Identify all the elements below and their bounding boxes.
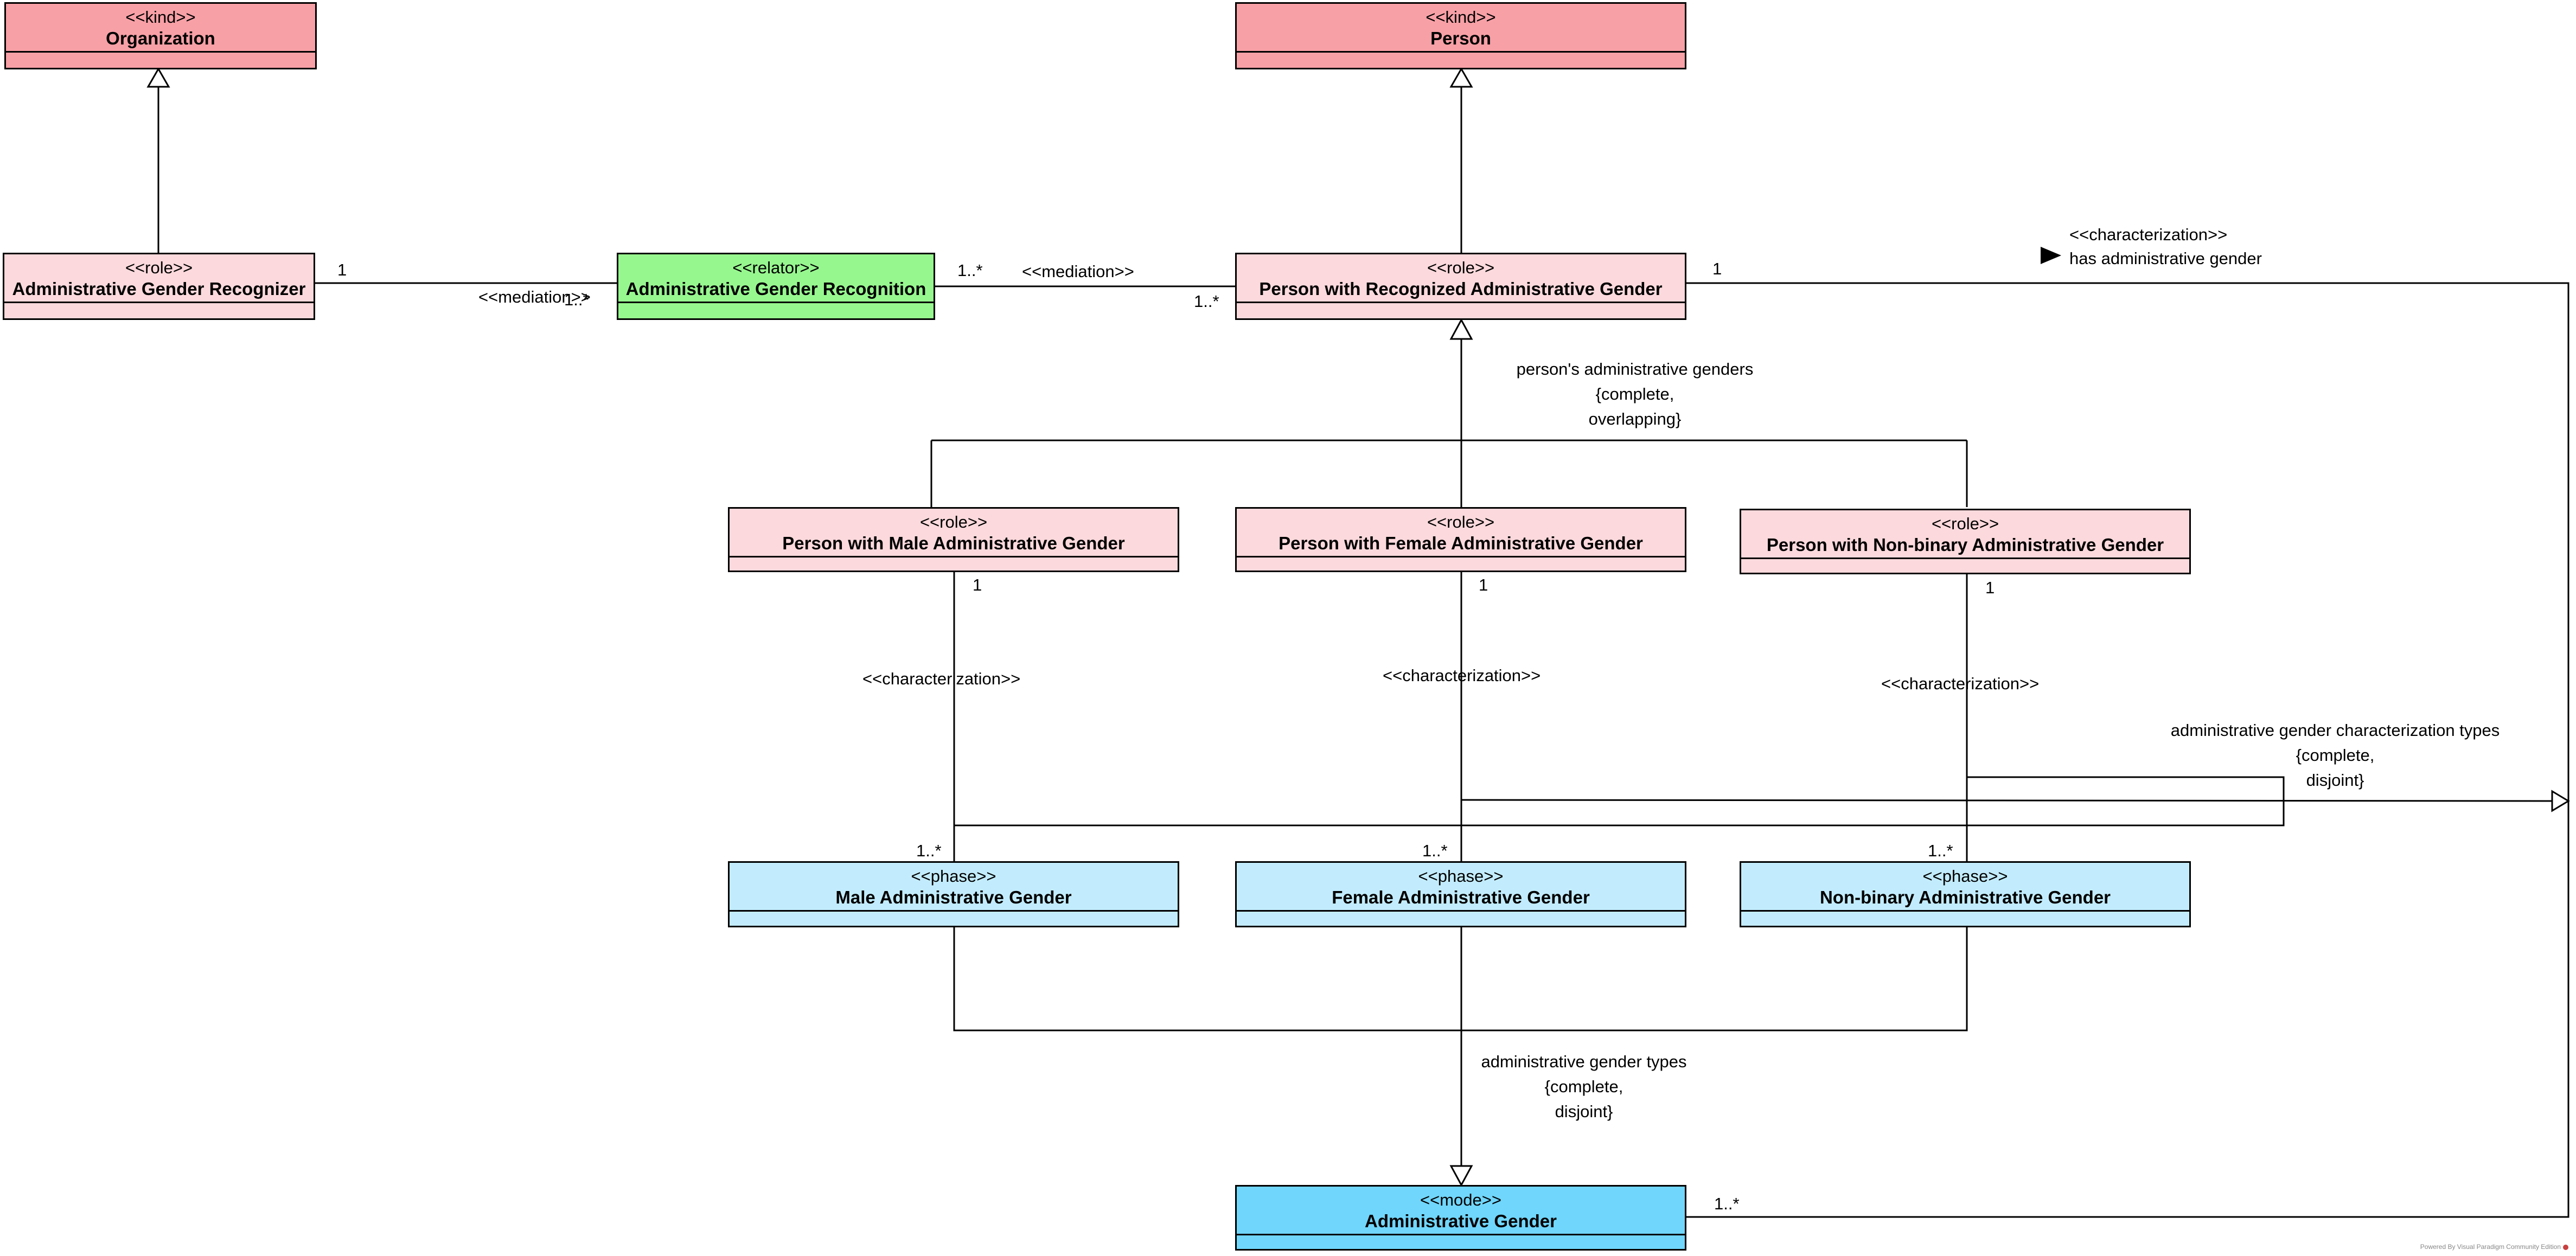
class-name: Male Administrative Gender [835,887,1072,907]
genset-persons-administrative-genders: person's administrative genders {complet… [1480,359,1789,430]
gen-arrow-organization [146,67,170,88]
characterization-male-label: <<characterization>> [862,669,1021,688]
class-female-administrative-gender[interactable]: <<phase>>Female Administrative Gender [1235,861,1686,927]
stereotype: <<kind>> [1426,8,1496,27]
multiplicity: 1..* [1194,292,1219,311]
multiplicity: 1 [337,260,347,279]
genset-constraint: disjoint} [2306,771,2364,790]
multiplicity: 1 [1479,575,1488,594]
class-name: Person with Male Administrative Gender [782,533,1125,553]
stereotype: <<phase>> [911,867,996,886]
multiplicity: 1..* [1928,841,1953,860]
reading-direction-arrow [2041,247,2061,264]
gen-arrow-characterization [2551,790,2570,812]
mediation-label-right: <<mediation>> [1022,262,1134,281]
class-name: Person with Female Administrative Gender [1279,533,1643,553]
multiplicity: 1..* [1714,1194,1740,1213]
characterization-top-name: has administrative gender [2069,249,2262,268]
powered-by-footer: Powered By Visual Paradigm Community Edi… [2420,1243,2568,1251]
stereotype: <<role>> [125,258,193,277]
stereotype: <<mode>> [1420,1190,1501,1209]
genset-administrative-gender-types: administrative gender types {complete, d… [1448,1052,1720,1122]
mediation-label-left: <<mediation>> [478,287,591,306]
class-name: Female Administrative Gender [1332,887,1590,907]
multiplicity: 1..* [564,290,590,309]
class-name: Person with Non-binary Administrative Ge… [1766,535,2164,555]
stereotype: <<phase>> [1418,867,1504,886]
multiplicity: 1..* [916,841,942,860]
gen-arrow-person [1449,67,1473,88]
stereotype: <<kind>> [125,8,196,27]
class-name: Person with Recognized Administrative Ge… [1259,279,1663,299]
genset-characterization-types: administrative gender characterization t… [2132,720,2539,791]
gen-char-female-bar [1461,799,2553,802]
multiplicity: 1 [1712,259,1722,278]
characterization-nonbinary-label: <<characterization>> [1881,674,2040,693]
class-male-administrative-gender[interactable]: <<phase>>Male Administrative Gender [728,861,1179,927]
gen-arrow-admin-gender [1449,1165,1473,1187]
gen-arrow-recognized [1449,318,1473,340]
assoc-characterization-top [1686,282,2569,1218]
vp-logo-icon [2563,1244,2568,1250]
genset-constraint: {complete, [1595,385,1674,403]
class-person-with-recognized-administrative-gender[interactable]: <<role>> Person with Recognized Administr… [1235,253,1686,320]
genset-constraint: {complete, [1544,1077,1623,1096]
genset-name: administrative gender characterization t… [2170,721,2500,740]
genset-name: person's administrative genders [1516,360,1754,379]
class-name: Organization [106,28,215,48]
genset-constraint: overlapping} [1588,409,1682,428]
stereotype: <<role>> [1931,514,1999,533]
class-person-with-male-administrative-gender[interactable]: <<role>> Person with Male Administrative … [728,507,1179,572]
class-non-binary-administrative-gender[interactable]: <<phase>>Non-binary Administrative Gende… [1740,861,2191,927]
class-name: Non-binary Administrative Gender [1819,887,2111,907]
genset-constraint: disjoint} [1555,1102,1613,1121]
class-administrative-gender[interactable]: <<mode>> Administrative Gender [1235,1185,1686,1251]
genset-name: administrative gender types [1481,1052,1687,1071]
footer-text: Powered By Visual Paradigm Community Edi… [2420,1243,2561,1251]
class-organization[interactable]: <<kind>>Organization [4,2,317,69]
stereotype: <<role>> [919,512,988,531]
stereotype: <<relator>> [732,258,820,277]
multiplicity: 1..* [1422,841,1448,860]
class-name: Administrative Gender Recognizer [12,279,306,299]
characterization-top-stereotype: <<characterization>> [2069,225,2228,244]
characterization-female-label: <<characterization>> [1383,666,1541,685]
stereotype: <<role>> [1427,258,1495,277]
stereotype: <<role>> [1427,512,1495,531]
genset-constraint: {complete, [2296,746,2375,765]
class-person-with-female-administrative-gender[interactable]: <<role>> Person with Female Administrativ… [1235,507,1686,572]
class-person-with-non-binary-administrative-gender[interactable]: <<role>> Person with Non-binary Administr… [1740,509,2191,574]
multiplicity: 1 [1985,578,1995,597]
class-person[interactable]: <<kind>>Person [1235,2,1686,69]
stereotype: <<phase>> [1922,867,2008,886]
class-administrative-gender-recognizer[interactable]: <<role>> Administrative Gender Recognizer [3,253,315,320]
multiplicity: 1..* [957,261,983,280]
multiplicity: 1 [973,575,982,594]
class-administrative-gender-recognition[interactable]: <<relator>> Administrative Gender Recogni… [617,253,935,320]
class-name: Person [1430,28,1491,48]
class-name: Administrative Gender [1365,1211,1557,1231]
class-name: Administrative Gender Recognition [625,279,926,299]
